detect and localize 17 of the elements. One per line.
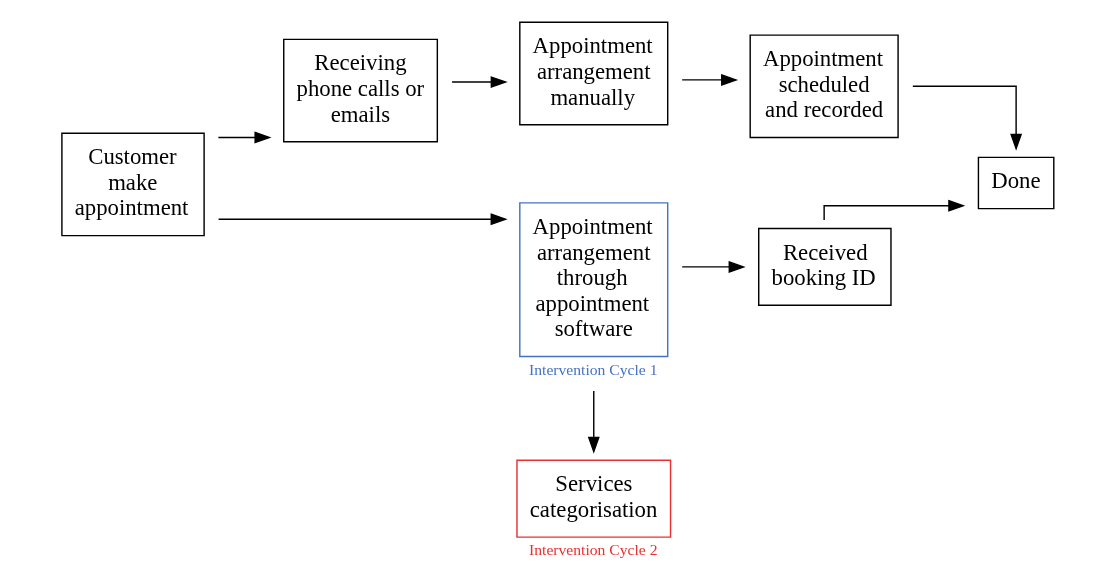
node-box: Appointment arrangement manually [518, 21, 668, 126]
node-box: Appointment scheduled and recorded [749, 34, 899, 139]
arrow [217, 213, 508, 226]
node-box: Appointment arrangement through appointment software [518, 202, 668, 358]
node-box: Done [977, 156, 1054, 210]
node-box: Received booking ID [757, 227, 892, 306]
arrow [217, 131, 271, 144]
arrow [587, 390, 600, 454]
arrow [680, 260, 746, 273]
node-box: Services categorisation [515, 459, 671, 538]
node-box: Customer make appointment [60, 132, 205, 237]
arrow [911, 85, 1022, 151]
node-label: Intervention Cycle 2 [528, 541, 657, 559]
arrow [450, 76, 508, 88]
node-box: Receiving phone calls or emails [282, 38, 438, 143]
node-label: Intervention Cycle 1 [528, 360, 657, 378]
arrow [680, 73, 738, 86]
